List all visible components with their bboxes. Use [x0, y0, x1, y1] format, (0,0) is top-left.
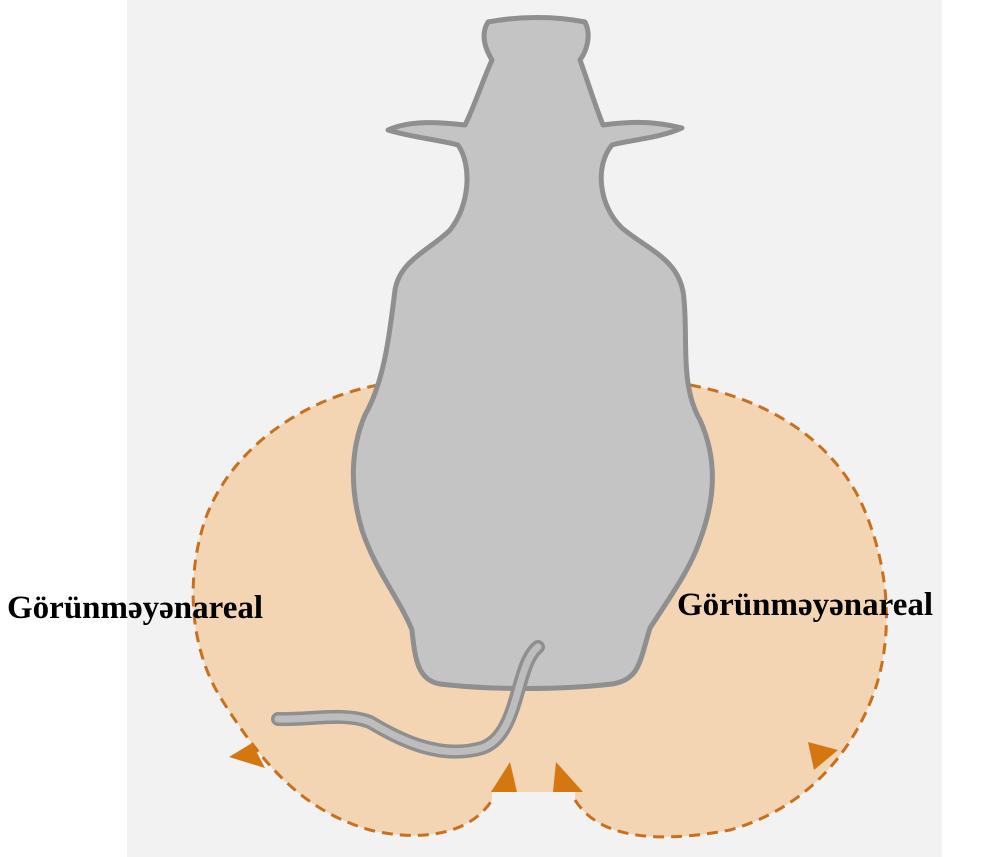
blind-spot-label-right: Görünməyənareal: [677, 589, 933, 622]
cow-body: [353, 18, 712, 689]
blind-spot-label-left: Görünməyənareal: [7, 592, 263, 625]
